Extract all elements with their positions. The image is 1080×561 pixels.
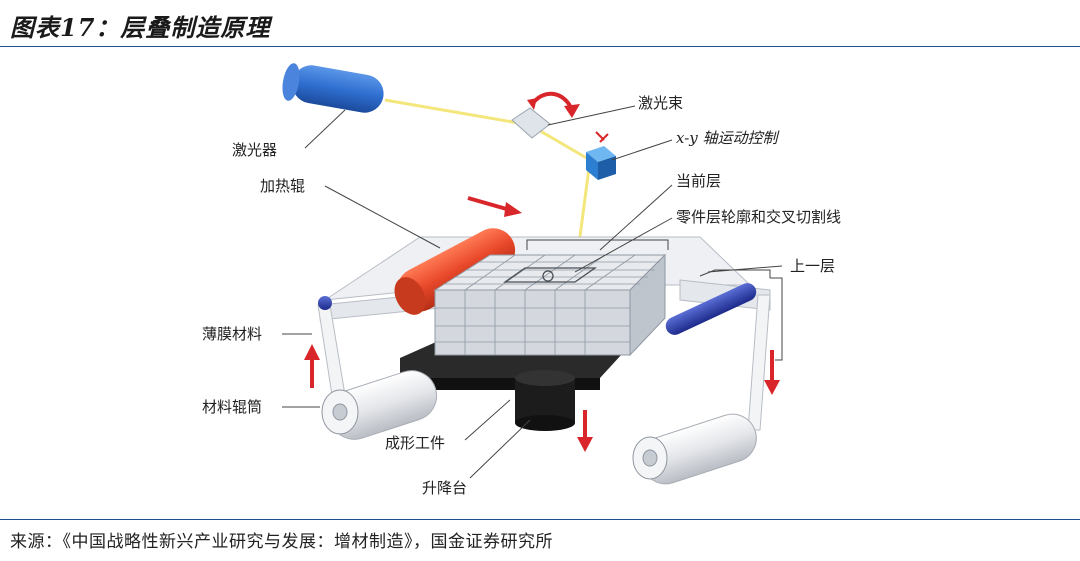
label-current-layer: 当前层 — [676, 172, 721, 190]
laser-emitter — [280, 62, 387, 116]
label-cross-section: 零件层轮廓和交叉切割线 — [676, 208, 841, 226]
previous-layer-bracket — [770, 278, 782, 360]
table-down-arrow-icon — [577, 410, 593, 452]
source-divider — [0, 519, 1080, 520]
label-lift-table: 升降台 — [422, 479, 467, 497]
label-xy-control: x-y 轴运动控制 — [676, 129, 781, 147]
figure-source: 来源：《中国战略性新兴产业研究与发展：增材制造》，国金证券研究所 — [10, 527, 553, 552]
label-material-roll: 材料辊筒 — [202, 398, 262, 416]
feed-up-arrow-icon — [304, 344, 320, 388]
label-film-material: 薄膜材料 — [202, 325, 262, 343]
left-guide-rod — [318, 296, 332, 310]
label-heated-roller: 加热辊 — [260, 177, 305, 195]
rotation-arrow-tail-icon — [527, 98, 537, 110]
xy-head — [586, 132, 616, 180]
label-formed-part: 成形工件 — [385, 434, 445, 452]
label-previous-layer: 上一层 — [790, 257, 835, 275]
right-material-roll — [633, 408, 763, 490]
label-laser-beam: 激光束 — [638, 94, 683, 112]
rotation-arrow-head-icon — [564, 104, 580, 118]
roller-direction-arrow-icon — [468, 198, 522, 217]
waste-down-arrow-icon — [764, 350, 780, 395]
label-laser: 激光器 — [232, 141, 277, 159]
